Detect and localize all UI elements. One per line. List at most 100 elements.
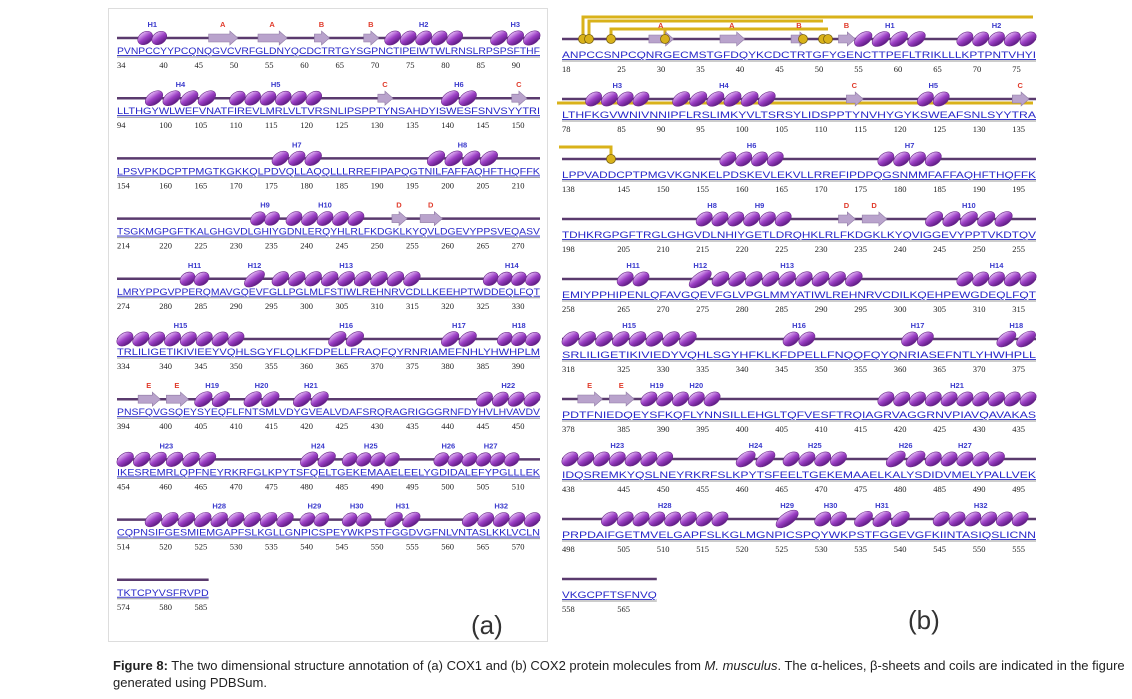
residue-number: 185 (933, 184, 946, 194)
beta-strand-arrow (137, 391, 161, 407)
helix-label: H9 (755, 201, 765, 210)
helix-turn (964, 511, 982, 527)
strand-label: E (587, 381, 592, 390)
residue-number: 70 (973, 64, 982, 74)
helix-turn (165, 451, 184, 467)
helix-label: H3 (511, 20, 521, 29)
helix-turn (956, 451, 974, 467)
alpha-helix (854, 511, 910, 527)
helix-turn (948, 511, 966, 527)
helix-turn (891, 511, 910, 527)
helix-turn (299, 512, 316, 527)
alpha-helix (271, 271, 421, 287)
residue-number: 230 (230, 241, 243, 251)
residue-number: 345 (195, 361, 208, 371)
helix-turn (271, 271, 289, 287)
residue-number: 415 (854, 424, 867, 434)
helix-turn (687, 391, 705, 407)
residue-number: 535 (265, 542, 278, 552)
strand-label: E (146, 381, 151, 390)
helix-turn (632, 91, 650, 107)
residue-number: 55 (854, 64, 863, 74)
residue-number: 505 (477, 481, 490, 491)
helix-turn (337, 271, 355, 287)
helix-turn (482, 271, 499, 286)
helix-turn (384, 511, 403, 528)
helix-turn (775, 509, 799, 529)
helix-turn (782, 451, 800, 467)
beta-strand-arrow (419, 210, 443, 227)
residue-number: 265 (477, 241, 490, 251)
caption-species: M. musculus (704, 658, 778, 673)
residue-number: 214 (117, 241, 131, 251)
helix-turn (830, 451, 847, 467)
residue-number: 405 (195, 421, 208, 431)
alpha-helix (672, 91, 776, 107)
residue-number: 420 (300, 421, 313, 431)
residue-number: 350 (230, 361, 243, 371)
helix-turn (293, 391, 312, 407)
residue-number: 425 (336, 421, 349, 431)
helix-label: H29 (780, 501, 794, 510)
helix-turn (275, 90, 292, 106)
residue-number: 410 (230, 421, 243, 431)
helix-turn (1019, 271, 1037, 287)
residue-number: 350 (815, 364, 828, 374)
beta-strand-arrow (846, 91, 864, 107)
helix-turn (695, 211, 713, 227)
residue-sequence: LPSVPKDCPTPMGTKGKKQLPDVQLLAQQLLLRREFIPAP… (117, 166, 540, 176)
residue-number: 480 (300, 481, 313, 491)
residue-number: 240 (894, 244, 907, 254)
helix-turn (511, 271, 527, 286)
strand-label: B (368, 20, 374, 29)
strand-label: B (844, 21, 850, 30)
alpha-helix (616, 271, 650, 287)
residue-number: 105 (195, 120, 208, 130)
alpha-helix (719, 151, 784, 167)
helix-turn (161, 512, 179, 528)
disulfide-bond (587, 19, 823, 39)
helix-turn (814, 451, 832, 467)
helix-label: H11 (188, 261, 201, 270)
helix-turn (909, 391, 926, 407)
residue-number: 18 (562, 64, 571, 74)
helix-turn (940, 451, 958, 467)
residue-number: 220 (159, 241, 172, 251)
helix-label: H1 (147, 20, 157, 29)
helix-turn (885, 450, 906, 468)
residue-number: 320 (441, 301, 454, 311)
residue-number: 530 (815, 544, 828, 554)
helix-turn (679, 331, 697, 347)
residue-sequence: IKESREMRLQPFNEYRKRFGLKPYTSFQELTGEKEMAAEL… (117, 467, 540, 477)
residue-number: 100 (736, 124, 749, 134)
helix-turn (940, 391, 958, 407)
residue-number: 34 (117, 60, 126, 70)
strand-label: C (852, 81, 858, 90)
residue-number: 65 (933, 64, 942, 74)
helix-turn (601, 91, 618, 107)
alpha-helix (727, 211, 792, 227)
helix-label: H9 (260, 201, 270, 210)
caption-text: The two dimensional structure annotation… (167, 658, 705, 673)
helix-label: H11 (626, 261, 639, 270)
residue-number: 170 (230, 180, 243, 190)
helix-turn (490, 30, 508, 46)
helix-turn (356, 452, 372, 467)
helix-label: H14 (505, 261, 520, 270)
helix-turn (316, 211, 334, 226)
residue-sequence: LPPVADDCPTPMGVKGNKELPDSKEVLEKVLLRREFIPDP… (562, 170, 1036, 180)
residue-number: 40 (736, 64, 745, 74)
residue-number: 274 (117, 301, 131, 311)
helix-label: H13 (780, 261, 794, 270)
alpha-helix (285, 211, 365, 226)
helix-turn (1019, 31, 1037, 47)
helix-turn (561, 331, 580, 347)
alpha-helix (877, 151, 942, 167)
residue-sequence: LLTHGYWLWEFVNATFIREVLMRLVLTVRSNLIPSPPTYN… (117, 106, 540, 116)
strand-label: A (269, 20, 275, 29)
beta-strand-arrow (861, 211, 888, 227)
helix-turn (996, 330, 1017, 348)
residue-number: 295 (854, 304, 867, 314)
helix-turn (180, 90, 199, 106)
alpha-helix (672, 391, 721, 407)
